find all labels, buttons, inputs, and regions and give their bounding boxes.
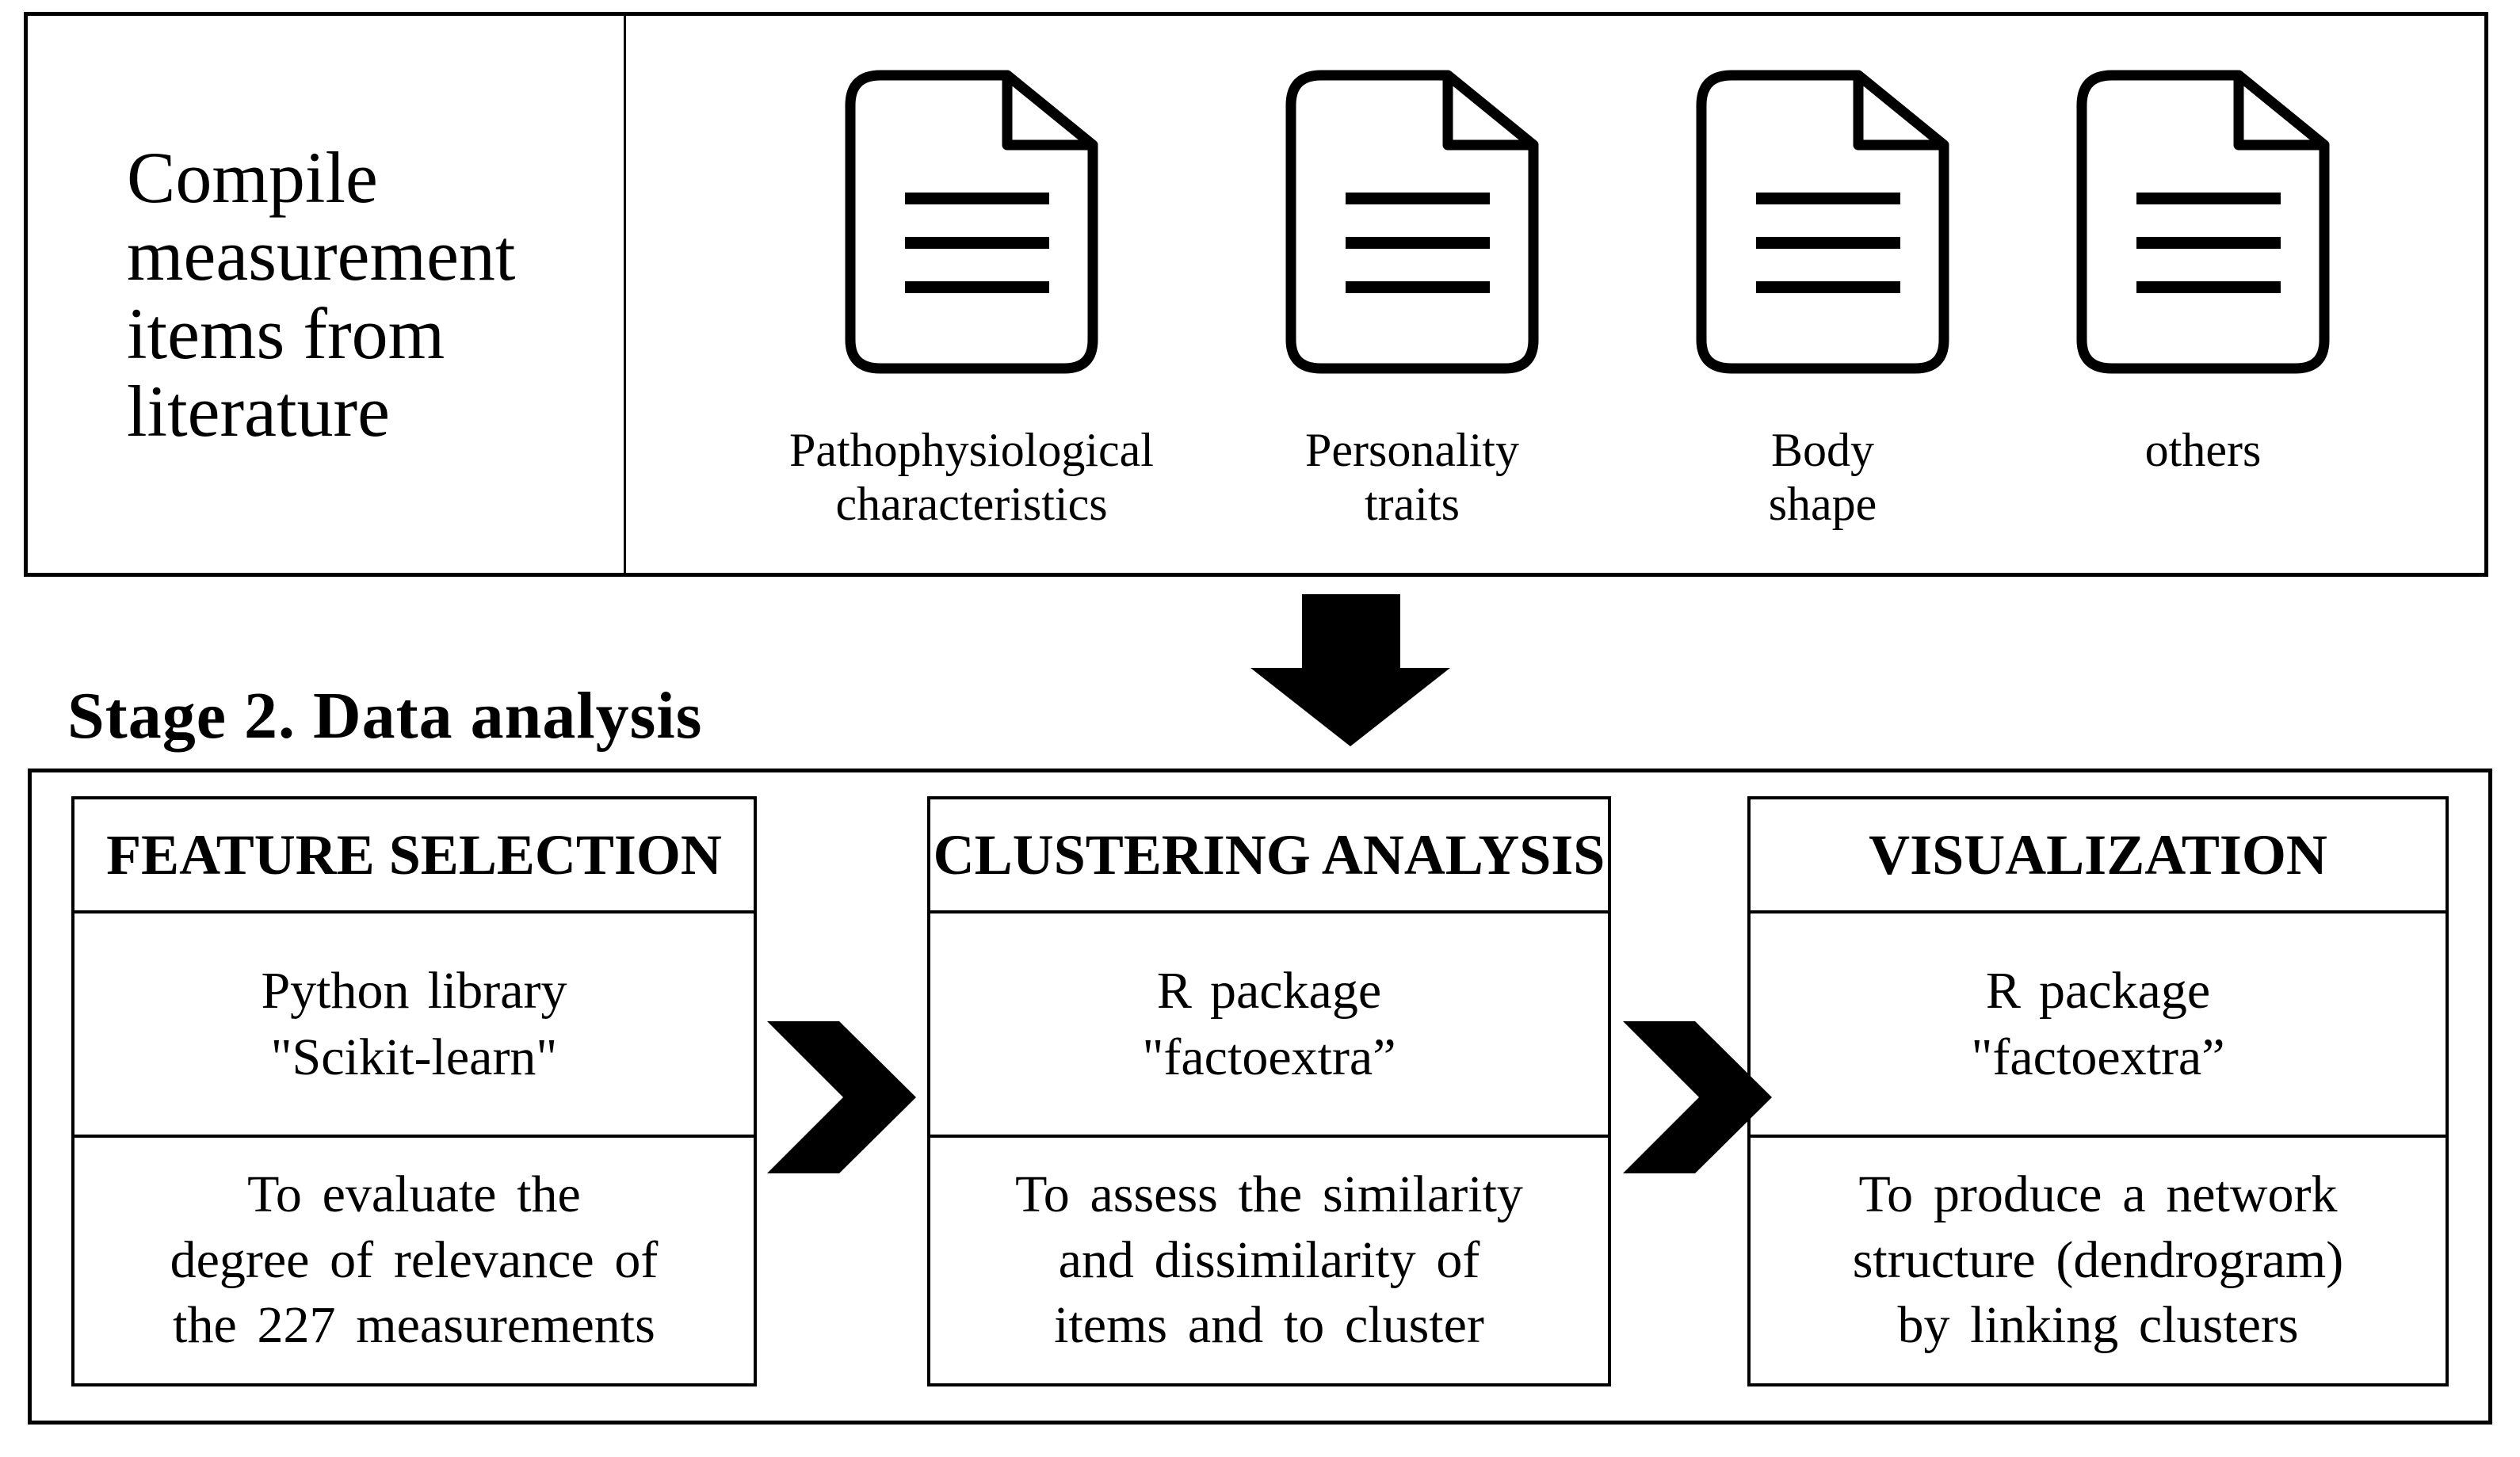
visualization-box: VISUALIZATION R package "factoextra” To … [1747,796,2449,1386]
data-analysis-box: FEATURE SELECTION Python library "Scikit… [28,769,2492,1425]
step-purpose: To evaluate the degree of relevance of t… [74,1135,754,1383]
stage2-heading: Stage 2. Data analysis [67,679,703,753]
document-label: Body shape [1768,424,1877,531]
step-tool: R package "factoextra” [930,910,1608,1135]
document-column-pathophysiological: Pathophysiological characteristics [726,16,1217,532]
document-label: Personality traits [1305,424,1519,531]
document-icon [845,70,1098,374]
document-column-body-shape: Body shape [1577,16,2068,532]
step-purpose: To produce a network structure (dendrogr… [1751,1135,2446,1383]
step-title: CLUSTERING ANALYSIS [933,822,1606,887]
compile-items-label: Compile measurement items from literatur… [127,136,516,452]
feature-selection-box: FEATURE SELECTION Python library "Scikit… [71,796,757,1386]
chevron-right-icon [767,1021,916,1173]
document-icon [2076,70,2330,374]
step-purpose: To assess the similarity and dissimilari… [930,1135,1608,1383]
document-icon [1285,70,1539,374]
document-column-others: others [1957,16,2449,477]
document-label: others [2144,424,2262,476]
clustering-analysis-box: CLUSTERING ANALYSIS R package "factoextr… [927,796,1611,1386]
step-title: VISUALIZATION [1869,822,2327,887]
document-icon [1696,70,1949,374]
step-tool: Python library "Scikit-learn" [74,910,754,1135]
document-column-personality: Personality traits [1166,16,1658,532]
literature-compilation-box: Compile measurement items from literatur… [24,12,2488,577]
step-tool: R package "factoextra” [1751,910,2446,1135]
document-label: Pathophysiological characteristics [789,424,1154,531]
down-arrow-icon [1250,594,1450,746]
chevron-right-icon [1623,1021,1772,1173]
step-title: FEATURE SELECTION [106,822,722,887]
vertical-divider [624,16,626,573]
